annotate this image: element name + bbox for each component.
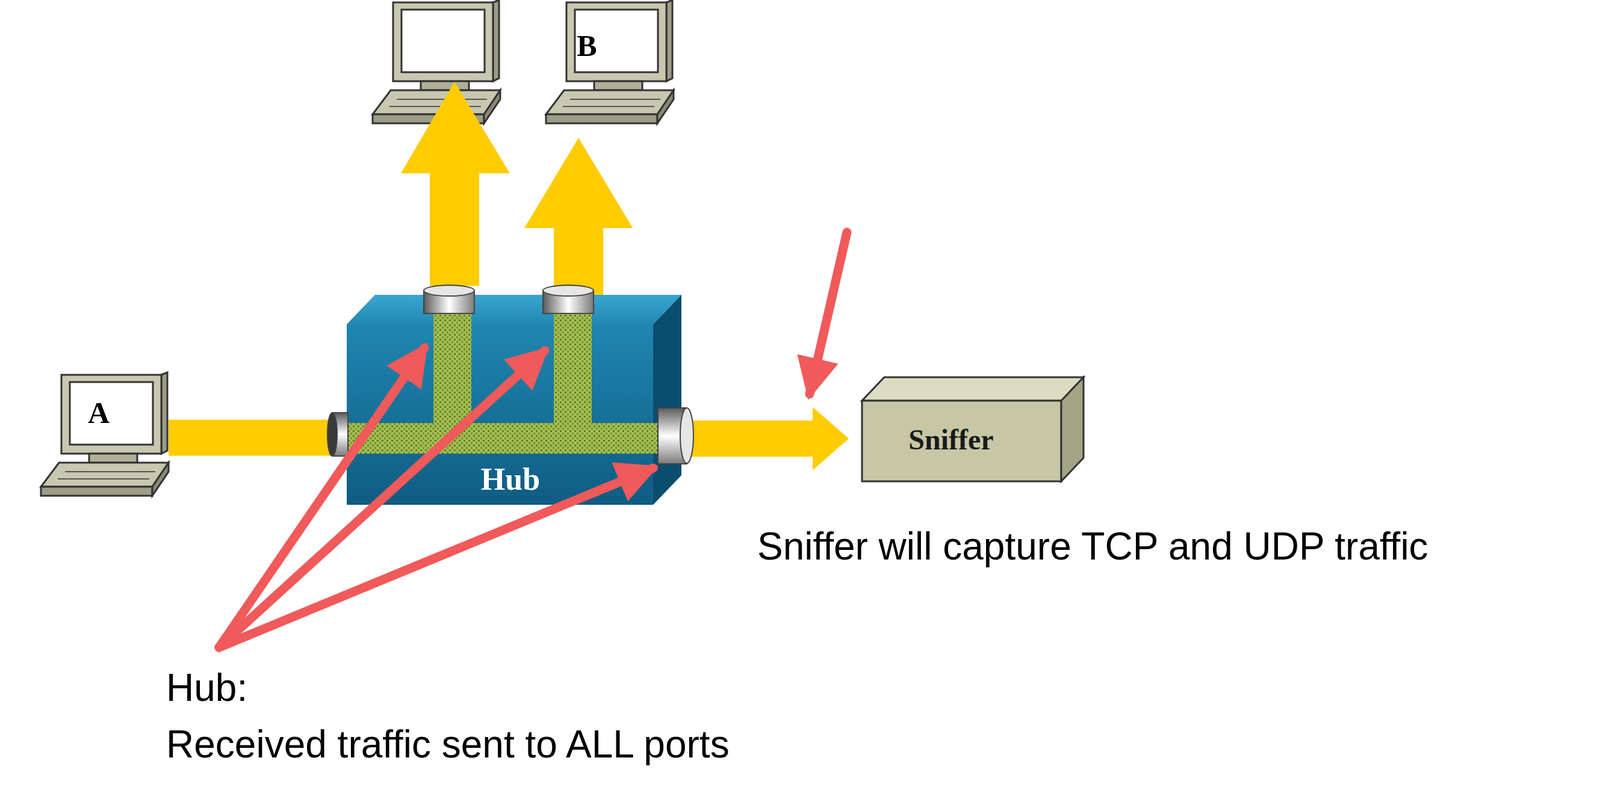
node-label: A — [87, 397, 110, 428]
annotation-text: Sniffer will capture TCP and UDP traffic — [757, 525, 1429, 568]
computer-b: B — [545, 0, 674, 131]
computer-icon — [40, 372, 169, 504]
traffic-arrow — [168, 420, 338, 457]
traffic-arrow — [400, 81, 510, 286]
sniffer-box: Sniffer — [862, 377, 1084, 482]
node-label: B — [576, 30, 597, 61]
annotation-text: Received traffic sent to ALL ports — [166, 723, 730, 766]
computer-a: A — [40, 372, 169, 504]
computer-icon — [545, 0, 674, 131]
traffic-arrow — [675, 407, 849, 471]
annotation-text: Hub: — [166, 666, 248, 710]
callout-arrow — [809, 232, 847, 395]
traffic-arrow — [524, 137, 633, 301]
node-label: Sniffer — [908, 425, 994, 455]
computer-icon — [372, 0, 501, 124]
node-label: Hub — [480, 464, 540, 496]
